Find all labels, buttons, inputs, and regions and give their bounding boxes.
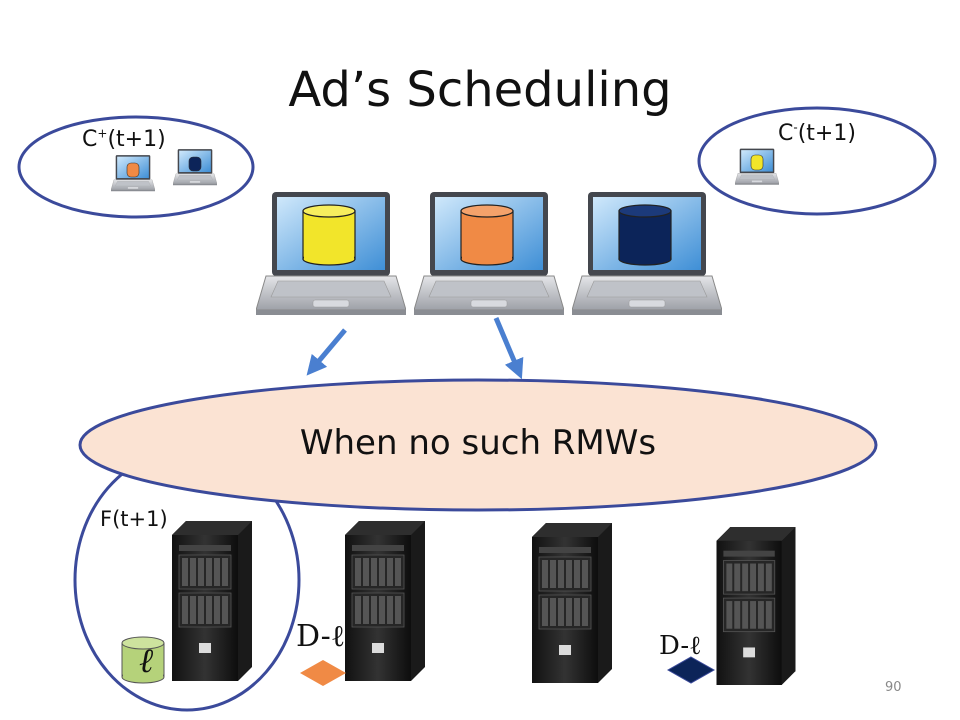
arrow-left-icon xyxy=(306,328,347,376)
local-data-cylinder-icon xyxy=(121,636,165,684)
page-number: 90 xyxy=(885,680,902,695)
arrow-right-icon xyxy=(493,317,524,380)
d-ell-label-1: D-ℓ xyxy=(296,619,346,654)
c-plus-label: C+(t+1) xyxy=(82,127,166,152)
diamond-navy-icon xyxy=(666,656,716,684)
laptop-orange xyxy=(414,192,564,316)
f-label: F(t+1) xyxy=(100,507,168,531)
small-laptop-yellow xyxy=(735,148,779,185)
c-plus-set-circle xyxy=(17,115,255,219)
server-1 xyxy=(172,520,252,682)
ell-label: ℓ xyxy=(139,641,154,681)
c-plus-rest: (t+1) xyxy=(107,127,166,152)
server-4 xyxy=(716,527,796,685)
database-navy-icon xyxy=(618,204,672,266)
no-rmw-bubble xyxy=(78,378,878,512)
c-minus-set-circle xyxy=(697,106,937,216)
slide-title: Ad’s Scheduling xyxy=(288,62,672,118)
c-minus-rest: (t+1) xyxy=(797,121,856,146)
c-minus-base: C xyxy=(778,121,794,146)
c-plus-base: C xyxy=(82,127,98,152)
small-laptop-orange xyxy=(111,155,155,192)
d-ell-label-2: D-ℓ xyxy=(659,631,702,661)
small-laptop-navy xyxy=(173,149,217,186)
diamond-orange-icon xyxy=(300,660,346,686)
laptop-yellow xyxy=(256,192,406,316)
database-yellow-icon xyxy=(302,204,356,266)
server-3 xyxy=(532,523,612,683)
c-plus-sup: + xyxy=(97,126,108,141)
c-minus-label: C-(t+1) xyxy=(778,121,856,146)
laptop-navy xyxy=(572,192,722,316)
server-2 xyxy=(345,521,425,681)
bubble-text: When no such RMWs xyxy=(299,423,657,463)
database-orange-icon xyxy=(460,204,514,266)
c-minus-sup: - xyxy=(793,120,798,135)
